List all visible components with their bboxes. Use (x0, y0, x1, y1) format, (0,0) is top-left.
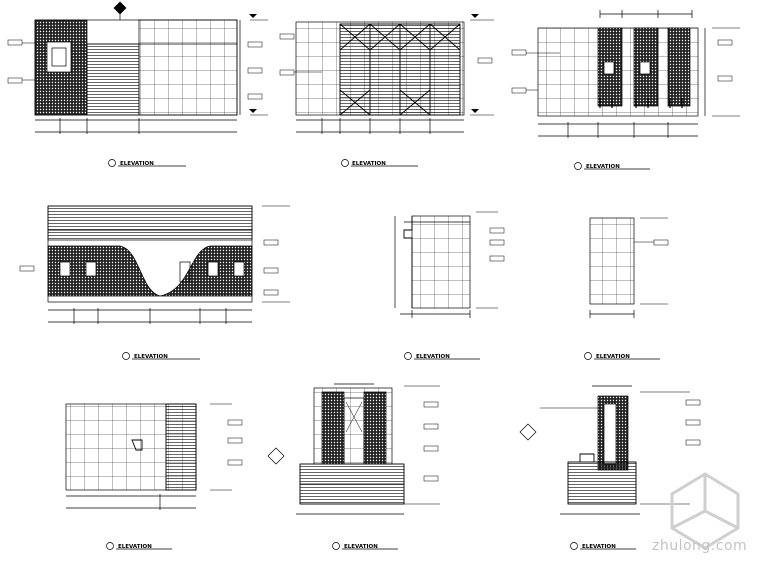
elevation-title-1: ELEVATION (120, 161, 154, 167)
elevation-title-8: ELEVATION (344, 544, 378, 550)
elevation-title-4: ELEVATION (134, 354, 168, 360)
elevation-title-3: ELEVATION (586, 164, 620, 170)
watermark-logo-icon (670, 472, 740, 550)
elevation-title-2: ELEVATION (352, 161, 386, 167)
elevation-3 (511, 10, 740, 170)
watermark-text: zhulong.com (652, 538, 748, 554)
elevation-1 (7, 1, 268, 167)
elevation-9 (519, 385, 701, 550)
elevation-5 (394, 211, 505, 360)
elevation-title-7: ELEVATION (118, 544, 152, 550)
elevation-8 (267, 383, 440, 550)
elevation-6 (584, 217, 669, 360)
elevation-7 (65, 403, 243, 550)
elevation-2 (279, 14, 494, 167)
elevation-4 (19, 205, 290, 360)
elevation-title-9: ELEVATION (582, 544, 616, 550)
elevation-title-6: ELEVATION (596, 354, 630, 360)
elevation-title-5: ELEVATION (416, 354, 450, 360)
